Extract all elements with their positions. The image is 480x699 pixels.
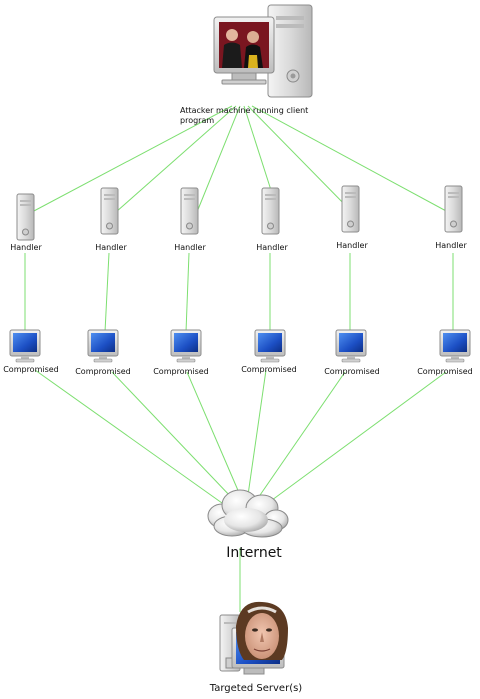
handler-label: Handler: [174, 243, 206, 252]
compromised-monitor-icon: [439, 329, 471, 363]
attacker-machine: [213, 4, 313, 98]
targeted-server: [219, 601, 288, 675]
compromised-monitor-icon: [335, 329, 367, 363]
handler-server-icon: [100, 187, 119, 235]
compromised-label: Compromised: [417, 367, 473, 376]
handler-server-icon: [16, 193, 35, 241]
person-photo-icon: [226, 29, 238, 41]
handler-label: Handler: [336, 241, 368, 250]
handler-server-icon: [180, 187, 199, 235]
edge-compromised-internet-1: [34, 369, 223, 504]
attacker-monitor-icon: [213, 16, 275, 85]
handler-label: Handler: [256, 243, 288, 252]
face-portrait-icon: [236, 601, 288, 660]
handler-label: Handler: [95, 243, 127, 252]
edges: [24, 105, 454, 612]
handler-server-icon: [444, 185, 463, 233]
compromised-label: Compromised: [241, 365, 297, 374]
cloud-icon: [207, 489, 289, 538]
edge-attacker-handler-5: [247, 105, 353, 213]
compromised-label: Compromised: [3, 365, 59, 374]
compromised-label: Compromised: [75, 367, 131, 376]
edge-compromised-internet-3: [186, 371, 241, 496]
compromised-monitor-icon: [170, 329, 202, 363]
compromised-monitor-icon: [254, 329, 286, 363]
edge-handler-compromised-2: [104, 252, 110, 333]
handlers: [16, 185, 463, 241]
handler-server-icon: [341, 185, 360, 233]
internet-label: Internet: [226, 545, 282, 561]
handler-label: Handler: [435, 241, 467, 250]
edge-compromised-internet-4: [247, 369, 267, 496]
compromised-monitor-icon: [87, 329, 119, 363]
edge-compromised-internet-2: [111, 371, 233, 499]
compromised-label: Compromised: [153, 367, 209, 376]
attacker-label: Attacker machine running client program: [180, 106, 309, 125]
edge-handler-compromised-3: [185, 252, 190, 333]
edge-attacker-handler-3: [196, 105, 241, 213]
edge-attacker-handler-1: [31, 105, 233, 213]
edge-attacker-handler-2: [115, 105, 237, 213]
edge-attacker-handler-6: [251, 105, 449, 213]
handler-label: Handler: [10, 243, 42, 252]
edge-compromised-internet-5: [257, 371, 346, 499]
compromised-label: Compromised: [324, 367, 380, 376]
tower-computer-icon: [267, 4, 313, 98]
target-label: Targeted Server(s): [209, 683, 303, 694]
edge-compromised-internet-6: [267, 371, 447, 504]
compromised-monitor-icon: [9, 329, 41, 363]
compromised-machines: [9, 329, 471, 363]
handler-server-icon: [261, 187, 280, 235]
